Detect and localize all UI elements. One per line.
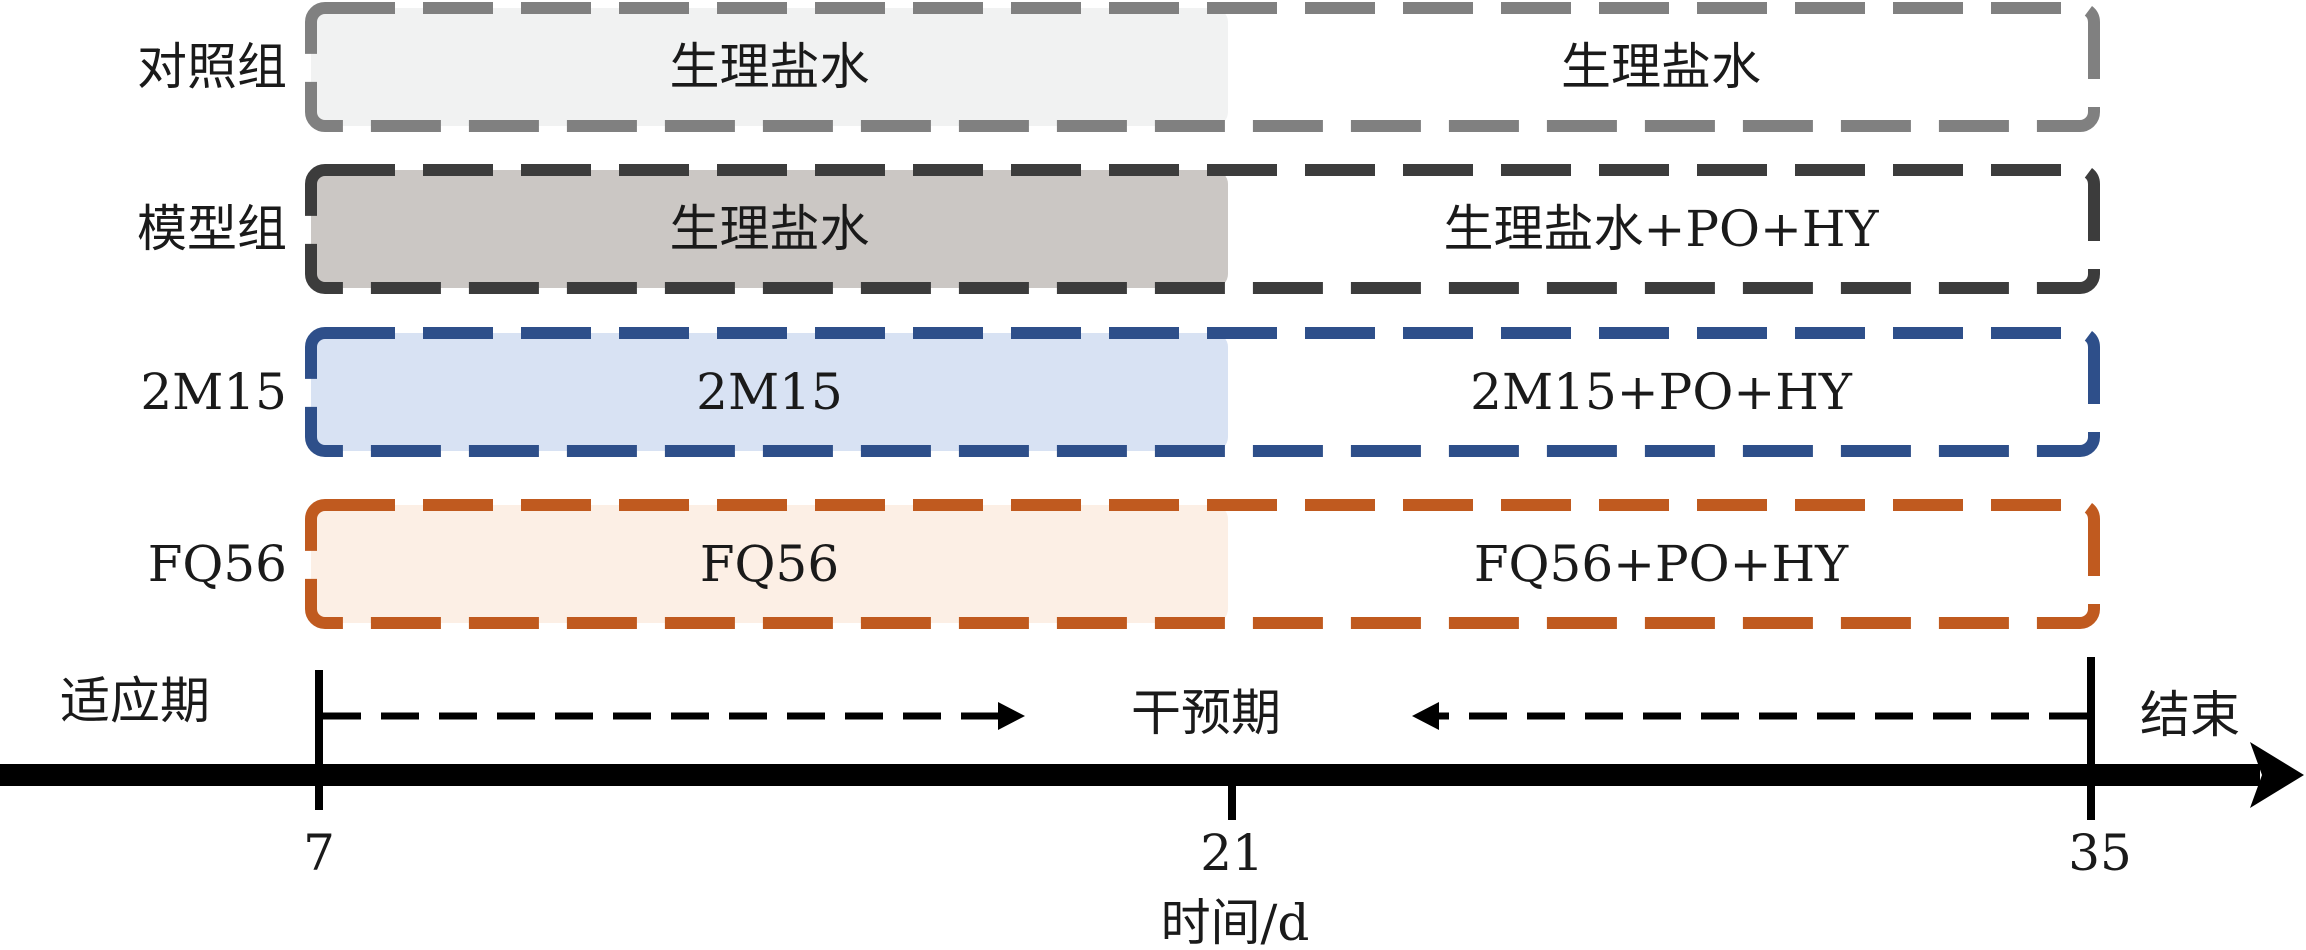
group-label: 模型组 (137, 200, 287, 258)
end-label: 结束 (2140, 686, 2240, 744)
phase2-treatment: FQ56+PO+HY (1474, 535, 1849, 593)
intervention-label: 干预期 (1131, 684, 1281, 742)
time-axis (0, 764, 2260, 786)
group-row: FQ56 FQ56 FQ56+PO+HY (148, 499, 2100, 629)
phase2-treatment: 生理盐水 (1561, 38, 1761, 96)
phase1-fill (311, 8, 1228, 126)
phase1-treatment: FQ56 (700, 535, 839, 593)
tick-35 (2087, 657, 2095, 820)
timeline: 适应期 干预期 结束 7 21 35 时间/d (0, 657, 2304, 950)
group-label: FQ56 (148, 535, 287, 593)
tick-21 (1228, 776, 1236, 820)
group-border (305, 327, 2100, 457)
group-row: 对照组 生理盐水 生理盐水 (137, 2, 2100, 132)
group-border (305, 2, 2100, 132)
tick-label-7: 7 (303, 824, 335, 882)
axis-arrowhead-icon (2250, 742, 2304, 808)
phase1-treatment: 生理盐水 (670, 38, 870, 96)
phase1-fill (311, 170, 1228, 288)
arrow-left-icon (1412, 702, 1439, 730)
tick-label-35: 35 (2068, 824, 2132, 882)
tick-label-21: 21 (1200, 824, 1264, 882)
group-row: 2M15 2M15 2M15+PO+HY (140, 327, 2100, 457)
phase1-treatment: 2M15 (696, 363, 843, 421)
tick-7 (315, 670, 323, 810)
phase2-treatment: 2M15+PO+HY (1470, 363, 1853, 421)
group-label: 对照组 (137, 38, 287, 96)
group-border (305, 164, 2100, 294)
phase2-treatment: 生理盐水+PO+HY (1443, 200, 1879, 258)
group-row: 模型组 生理盐水 生理盐水+PO+HY (137, 164, 2100, 294)
phase1-fill (311, 505, 1228, 623)
group-border (305, 499, 2100, 629)
arrow-right-icon (998, 702, 1025, 730)
phase1-fill (311, 333, 1228, 451)
axis-label: 时间/d (1161, 894, 1310, 950)
group-label: 2M15 (140, 363, 287, 421)
phase1-treatment: 生理盐水 (670, 200, 870, 258)
adaptation-label: 适应期 (60, 672, 210, 730)
